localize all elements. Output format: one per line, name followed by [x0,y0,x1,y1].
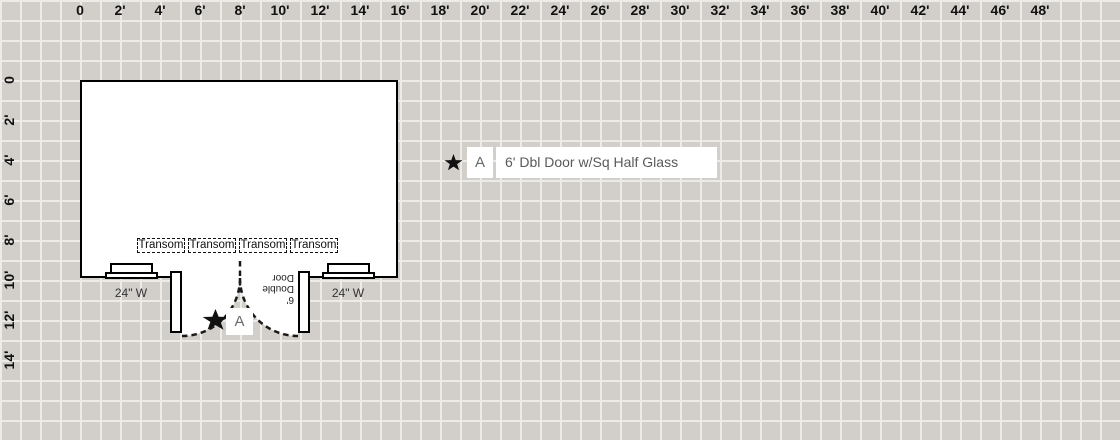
ruler-top-label: 8' [234,2,246,18]
ruler-top-label: 40' [870,2,890,18]
ruler-top-label: 14' [350,2,370,18]
ruler-left-label: 2' [1,114,17,126]
ruler-top-label: 44' [950,2,970,18]
door-size-label: 6' Double Door [262,271,294,305]
ruler-top-label: 20' [470,2,490,18]
door-leaf-right [298,271,310,333]
ruler-top-label: 22' [510,2,530,18]
ruler-top-label: 0 [76,2,84,18]
ruler-left-label: 14' [1,350,17,370]
ruler-top-label: 34' [750,2,770,18]
transom-unit[interactable]: Transom [188,238,236,253]
ruler-left-label: 8' [1,234,17,246]
ruler-left-label: 10' [1,270,17,290]
window-size-label: 24" W [331,286,365,300]
ruler-left-label: 4' [1,154,17,166]
transom-unit[interactable]: Transom [137,238,185,253]
ruler-top-label: 18' [430,2,450,18]
ruler-top-label: 2' [114,2,126,18]
window-size-label: 24" W [114,286,148,300]
legend-marker-letter: A [467,147,493,178]
ruler-top-label: 16' [390,2,410,18]
ruler-top-label: 10' [270,2,290,18]
ruler-left-label: 12' [1,310,17,330]
legend-description: 6' Dbl Door w/Sq Half Glass [496,147,717,178]
ruler-top-label: 6' [194,2,206,18]
ruler-left-label: 0 [1,76,17,84]
ruler-top-label: 24' [550,2,570,18]
ruler-top-label: 48' [1030,2,1050,18]
ruler-top-label: 28' [630,2,650,18]
ruler-top-label: 32' [710,2,730,18]
transom-unit[interactable]: Transom [290,238,338,253]
ruler-top-label: 4' [154,2,166,18]
ruler-top-label: 36' [790,2,810,18]
door-leaf-left [170,271,182,333]
door-size-label-line: Double [262,283,294,294]
ruler-top-label: 30' [670,2,690,18]
star-icon[interactable] [202,309,229,332]
window-frame [110,263,153,274]
ruler-top-label: 38' [830,2,850,18]
door-size-label-line: Door [272,272,294,283]
door-opening [182,276,298,278]
ruler-top-label: 26' [590,2,610,18]
star-icon [444,154,463,171]
ruler-top-label: 12' [310,2,330,18]
door-marker-label[interactable]: A [226,308,253,335]
ruler-left-label: 6' [1,194,17,206]
ruler-top-label: 46' [990,2,1010,18]
transom-unit[interactable]: Transom [239,238,287,253]
window-frame [327,263,370,274]
ruler-top-label: 42' [910,2,930,18]
door-size-label-line: 6' [286,294,294,305]
